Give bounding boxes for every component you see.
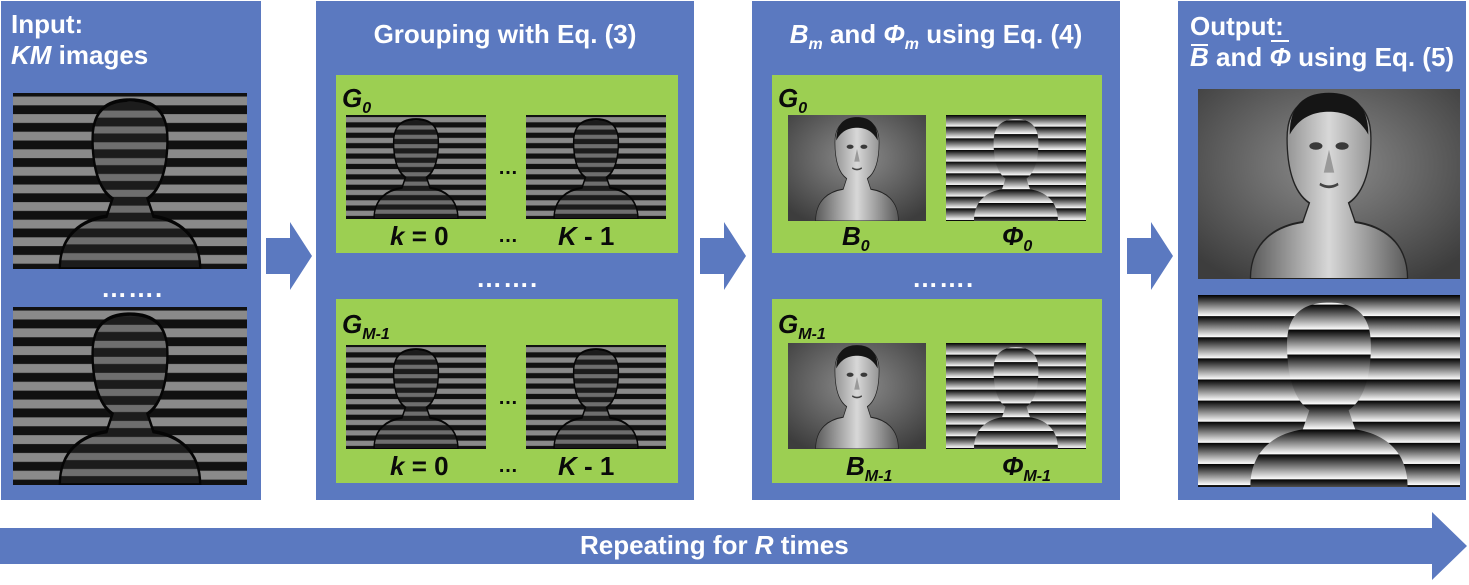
- repeat-label: Repeating for R times: [580, 530, 849, 560]
- grouping-group-g0: G0 … k = 0 … K - 1: [336, 75, 678, 253]
- caption-phi0: Φ0: [1002, 221, 1033, 255]
- bm-group-gm: GM-1 BM-1 ΦM-1: [772, 299, 1102, 485]
- b-bar-symbol: B: [1190, 42, 1209, 73]
- group-g0-image-kmax: [526, 115, 666, 219]
- grouping-panel: Grouping with Eq. (3) G0 … k = 0 … K - 1…: [316, 1, 694, 500]
- output-phase-image: [1198, 295, 1460, 487]
- group-label-gm: GM-1: [342, 309, 390, 343]
- bm-group-g0: G0 B0 Φ0: [772, 75, 1102, 255]
- caption-ellipsis: …: [498, 455, 519, 477]
- group-gm-image-kmax: [526, 345, 666, 449]
- repeat-arrow: [0, 512, 1469, 585]
- group-g0-small-ellipsis: …: [498, 157, 519, 179]
- caption-bm1: BM-1: [846, 451, 893, 485]
- caption-k-zero: k = 0: [390, 451, 449, 481]
- modulation-image-b0: [788, 115, 926, 221]
- group-label-g0: G0: [778, 83, 808, 117]
- grouping-group-gm: GM-1 … k = 0 … K - 1: [336, 299, 678, 483]
- bm-phim-panel: Bm and Φm using Eq. (4) G0 B0 Φ0 ……. GM-…: [752, 1, 1120, 500]
- output-modulation-image: [1198, 89, 1460, 279]
- bm-ellipsis: …….: [912, 263, 975, 293]
- flow-arrow-3: [1127, 222, 1173, 290]
- group-label-g0: G0: [342, 83, 372, 117]
- group-gm-small-ellipsis: …: [498, 387, 519, 409]
- group-gm-image-k0: [346, 345, 486, 449]
- input-fringe-image-first: [13, 93, 247, 269]
- group-label-gm: GM-1: [778, 309, 826, 343]
- output-title: Output: B and Φ using Eq. (5): [1190, 11, 1455, 73]
- caption-b0: B0: [842, 221, 870, 255]
- output-panel: Output: B and Φ using Eq. (5): [1178, 1, 1466, 500]
- input-panel: Input: KM images …….: [1, 1, 261, 500]
- modulation-image-bm1: [788, 343, 926, 449]
- input-ellipsis: …….: [101, 273, 164, 303]
- bm-phim-title: Bm and Φm using Eq. (4): [789, 19, 1083, 53]
- caption-ellipsis: …: [498, 225, 519, 247]
- input-title: Input: KM images: [11, 9, 149, 71]
- grouping-ellipsis: …….: [476, 263, 539, 293]
- caption-phim1: ΦM-1: [1002, 451, 1051, 485]
- flow-arrow-2: [700, 222, 746, 290]
- group-g0-image-k0: [346, 115, 486, 219]
- input-fringe-image-last: [13, 307, 247, 485]
- phase-image-phim1: [946, 343, 1086, 449]
- caption-k-max: K - 1: [558, 451, 615, 481]
- caption-k-max: K - 1: [558, 221, 615, 251]
- caption-k-zero: k = 0: [390, 221, 449, 251]
- phi-bar-symbol: Φ: [1269, 40, 1291, 73]
- flow-arrow-1: [266, 222, 312, 290]
- phase-image-phi0: [946, 115, 1086, 221]
- grouping-title: Grouping with Eq. (3): [373, 19, 637, 49]
